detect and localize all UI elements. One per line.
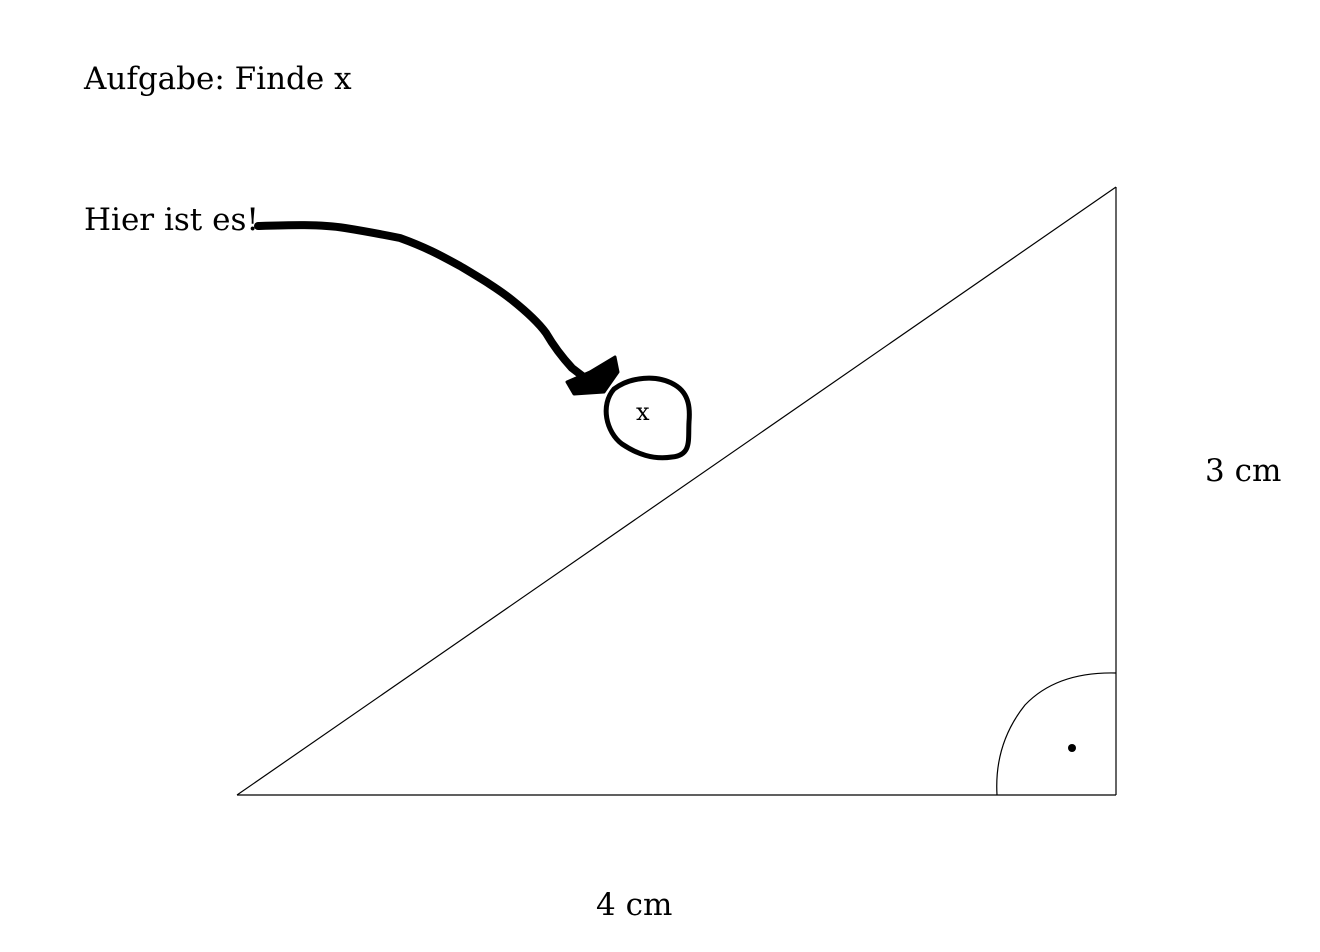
unknown-x-label: x bbox=[636, 398, 650, 426]
triangle-hypotenuse bbox=[236, 186, 1117, 796]
right-triangle bbox=[236, 186, 1117, 796]
right-angle-dot bbox=[1068, 744, 1076, 752]
bottom-side-length-label: 4 cm bbox=[596, 887, 673, 923]
hand-drawn-arrow-head bbox=[565, 355, 620, 396]
hand-drawn-arrow-shaft bbox=[254, 221, 589, 382]
right-angle-arc bbox=[996, 672, 1117, 796]
hand-drawn-circle bbox=[603, 375, 692, 461]
hint-text: Hier ist es! bbox=[84, 202, 259, 238]
task-title: Aufgabe: Finde x bbox=[84, 61, 352, 97]
right-side-length-label: 3 cm bbox=[1205, 453, 1282, 489]
